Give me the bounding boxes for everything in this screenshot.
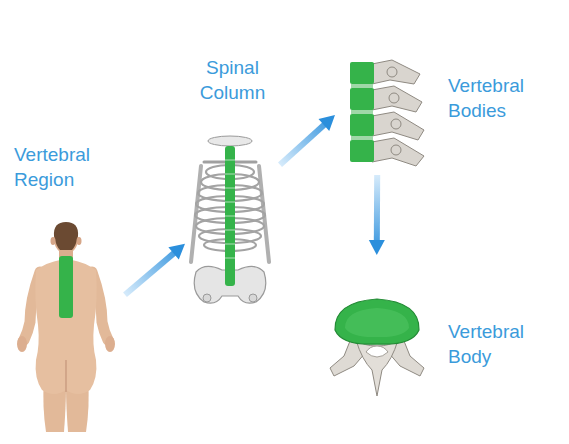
vertebra-top-view-part	[345, 308, 409, 337]
vertebral-column-segment-part-part	[351, 110, 373, 114]
vertebral-column-segment-part	[372, 60, 424, 166]
human-figure-part	[54, 222, 78, 250]
vertebral-column-segment-part-part	[389, 93, 399, 103]
skeleton	[191, 136, 269, 303]
vertebra-top-view-part	[356, 340, 398, 396]
flow-arrow	[369, 175, 385, 255]
skeleton-part-part	[225, 174, 235, 175]
human-figure-part	[65, 360, 66, 392]
arrow-shaft	[374, 175, 380, 242]
vertebral-column-segment-part-part	[350, 62, 374, 84]
skeleton-part-part	[225, 258, 235, 259]
vertebral-column-segment-part-part	[351, 136, 373, 140]
skeleton-part	[249, 294, 257, 302]
skeleton-part-part	[225, 230, 235, 231]
human-figure-part	[77, 237, 82, 245]
stage-node: Vertebral Region	[10, 142, 125, 425]
human-figure	[17, 222, 115, 432]
vertebra-top-view-part	[335, 299, 419, 344]
human-figure-part	[17, 336, 27, 352]
vertebral-column-segment	[350, 60, 424, 166]
arrow-head	[168, 244, 185, 260]
flow-arrow	[125, 244, 185, 295]
flow-arrow	[280, 115, 335, 165]
stage-label: Vertebral Region	[14, 142, 122, 192]
vertebral-column-segment-part-part	[372, 86, 422, 112]
skeleton-part-part	[225, 202, 235, 203]
human-figure-part	[59, 256, 73, 318]
vertebral-column-segment-part-part	[387, 67, 397, 77]
vertebral-column-segment-part-part	[350, 114, 374, 136]
stage-label: Vertebral Body	[448, 319, 548, 369]
arrow-head	[319, 115, 335, 131]
stage-node: Vertebral Bodies	[335, 50, 557, 175]
vertebral-column-segment-part	[350, 62, 374, 162]
stage-label: Vertebral Bodies	[448, 73, 554, 123]
skeleton-part	[203, 294, 211, 302]
vertebral-column-segment-part-part	[350, 88, 374, 110]
stage-label: Spinal Column	[185, 55, 280, 105]
skeleton-part	[225, 160, 235, 258]
human-figure-part	[105, 336, 115, 352]
arrow-shaft	[280, 124, 325, 165]
vertebral-column-segment-part-part	[372, 60, 420, 84]
vertebral-column-segment-part-part	[372, 112, 424, 140]
arrow-head	[369, 240, 385, 255]
vertebral-column-segment-part	[351, 84, 373, 140]
skeleton-part	[225, 146, 235, 286]
stage-node: Vertebral Body	[325, 255, 550, 400]
arrow-shaft	[125, 252, 175, 295]
skeleton-part-part	[225, 188, 235, 189]
skeleton-part-part	[225, 160, 235, 161]
vertebra-top-view	[330, 299, 424, 396]
vertebral-column-segment-part-part	[391, 145, 401, 155]
vertebral-column-segment-part-part	[372, 138, 424, 166]
vertebral-column-segment-part-part	[351, 84, 373, 88]
vertebral-column-segment-part-part	[350, 140, 374, 162]
skeleton-part-part	[225, 244, 235, 245]
skeleton-part-part	[225, 216, 235, 217]
vertebra-top-view-part	[366, 346, 388, 357]
stage-node: Spinal Column	[185, 55, 280, 310]
skeleton-part	[208, 136, 252, 146]
human-figure-part	[51, 237, 56, 245]
vertebral-column-segment-part-part	[391, 119, 401, 129]
